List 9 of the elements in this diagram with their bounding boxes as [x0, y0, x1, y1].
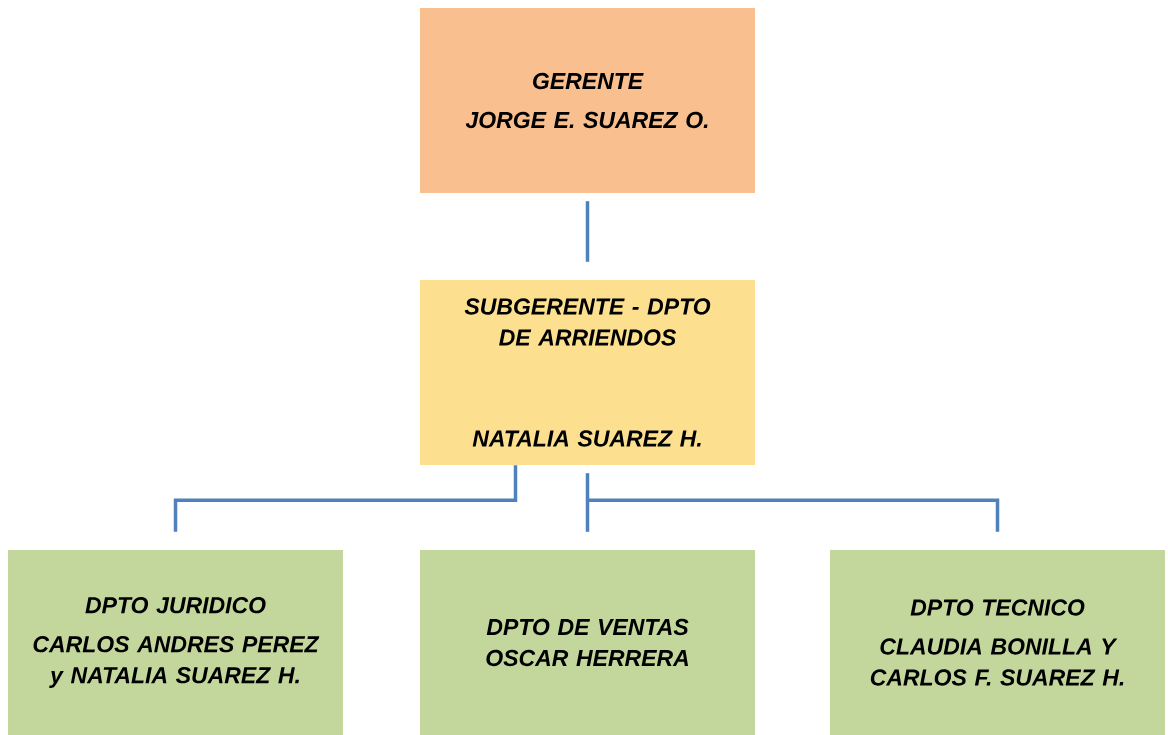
connector-line — [587, 498, 1000, 532]
org-box: SUBGERENTE - DPTO DE ARRIENDOS NATALIA SUAREZ H. — [420, 280, 755, 465]
org-box: DPTO JURIDICO CARLOS ANDRES PEREZ y NATALIA SUAREZ H. — [8, 550, 343, 735]
connector-line — [173, 465, 518, 532]
org-box: DPTO TECNICO CLAUDIA BONILLA Y CARLOS F. SUAREZ H. — [830, 550, 1165, 735]
connector-line — [585, 201, 590, 262]
org-box: DPTO DE VENTAS OSCAR HERRERA — [420, 550, 755, 735]
org-box: GERENTE JORGE E. SUAREZ O. — [420, 8, 755, 193]
connector-line — [585, 473, 590, 532]
